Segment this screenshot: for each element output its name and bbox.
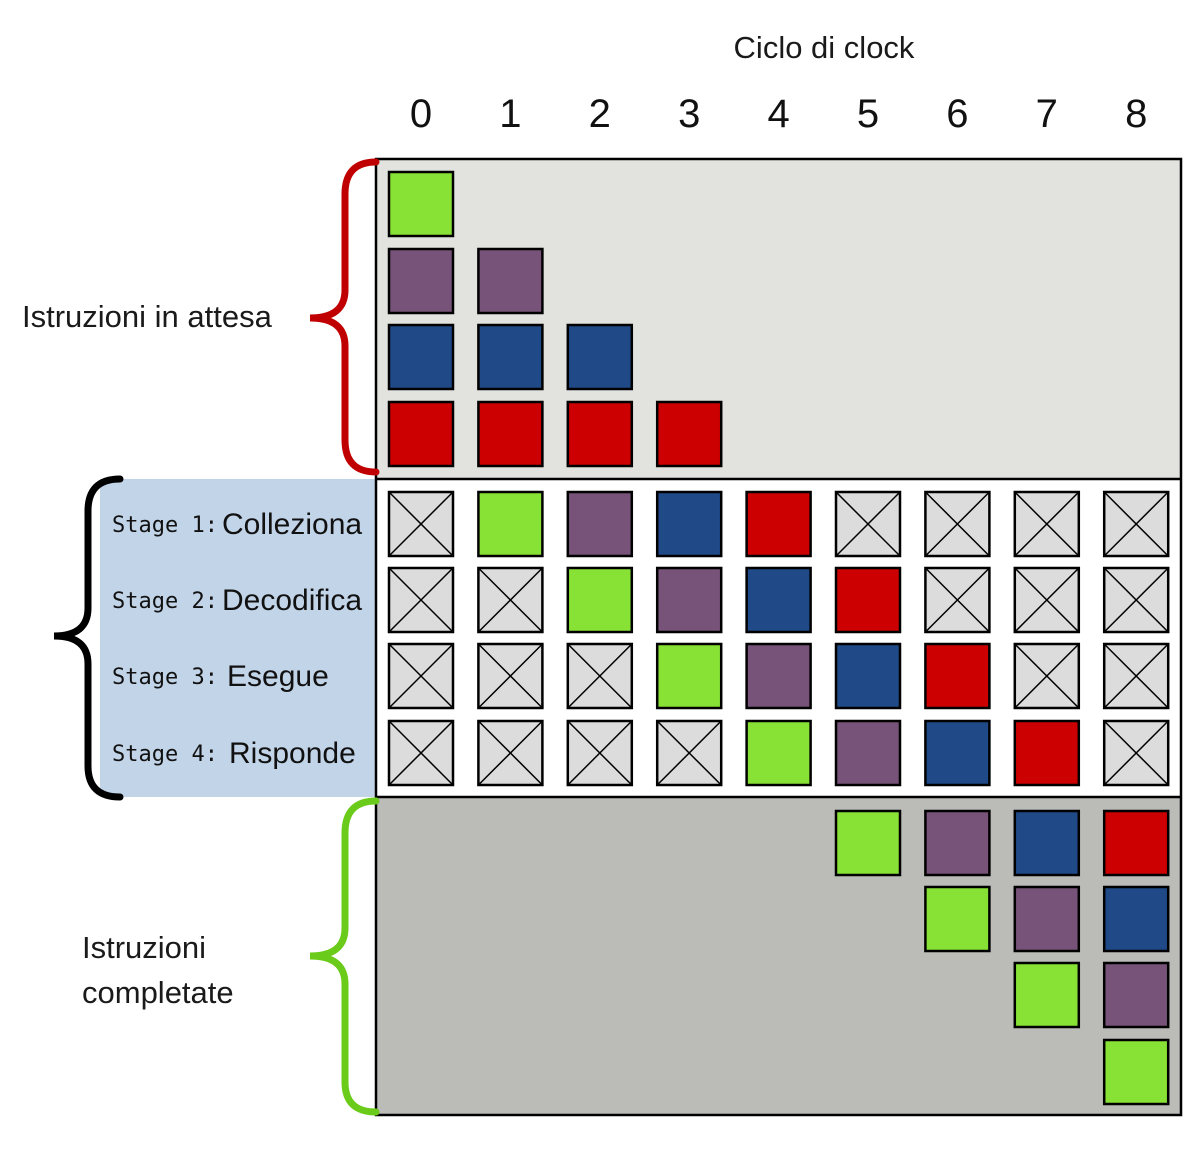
clock-cycle-title: Ciclo di clock [734,30,915,65]
stage-4-instruction-purple [834,719,902,787]
empty-slot-icon [924,566,991,634]
cycle-label-1: 1 [499,92,521,136]
empty-slot-icon [924,490,991,558]
cycle-label-4: 4 [767,92,789,136]
completed-instruction-blue [1013,809,1081,877]
empty-slot-icon [477,566,544,634]
stage-2-instruction-red [834,566,902,634]
empty-slot-icon [477,642,544,710]
stage-prefix-4: Stage 4: [112,742,218,767]
waiting-label: Istruzioni in attesa [22,299,273,334]
cycle-label-3: 3 [678,92,700,136]
stage-3-instruction-purple [745,642,812,710]
waiting-instruction-red [566,400,634,468]
waiting-instruction-red [387,400,455,468]
stage-1-instruction-red [745,490,812,558]
waiting-instruction-blue [387,323,455,391]
cycle-label-0: 0 [410,92,432,136]
stage-name-2: Decodifica [222,584,362,617]
empty-slot-icon [387,642,455,710]
empty-slot-icon [1013,490,1081,558]
grid-frame [374,157,1183,1117]
stage-2-instruction-green [566,566,634,634]
empty-slot-icon [477,719,544,787]
cycle-label-8: 8 [1125,92,1147,136]
stage-3-instruction-green [655,642,723,710]
stage-name-1: Colleziona [222,508,362,541]
stage-4-instruction-blue [924,719,991,787]
completed-label-line1: Istruzioni [82,930,206,965]
empty-slot-icon [566,642,634,710]
completed-label-line2: completate [82,975,234,1010]
empty-slot-icon [1013,566,1081,634]
stage-4-instruction-green [745,719,812,787]
stage-labels-background [100,479,376,797]
cycle-labels: 0 1 2 3 4 5 6 7 8 [410,92,1147,136]
waiting-instruction-purple [387,247,455,315]
cycle-label-2: 2 [589,92,611,136]
instruction-blocks [387,170,1170,1106]
waiting-instruction-red [477,400,544,468]
completed-instruction-purple [924,809,991,877]
stage-prefix-2: Stage 2: [112,589,218,614]
stage-name-3: Esegue [227,660,329,693]
cycle-label-6: 6 [946,92,968,136]
empty-slot-icon [566,719,634,787]
empty-slot-icon [387,566,455,634]
waiting-instruction-red [655,400,723,468]
stage-name-4: Risponde [229,737,356,770]
completed-instruction-green [1013,961,1081,1029]
empty-slot-icon [655,719,723,787]
stage-prefix-1: Stage 1: [112,513,218,538]
empty-slot-icon [1102,642,1170,710]
completed-instruction-green [924,885,991,953]
completed-instruction-purple [1102,961,1170,1029]
completed-instruction-red [1102,809,1170,877]
empty-slot-icon [1102,566,1170,634]
stage-prefix-3: Stage 3: [112,665,218,690]
empty-slot-icon [1102,490,1170,558]
empty-slot-icon [387,719,455,787]
completed-brace [309,797,380,1116]
cycle-label-7: 7 [1036,92,1058,136]
completed-instruction-green [1102,1038,1170,1106]
stage-3-instruction-red [924,642,991,710]
stage-1-instruction-purple [566,490,634,558]
completed-instruction-green [834,809,902,877]
stage-1-instruction-green [477,490,544,558]
stage-4-instruction-red [1013,719,1081,787]
stage-3-instruction-blue [834,642,902,710]
cycle-label-5: 5 [857,92,879,136]
empty-slot-icon [387,490,455,558]
pipeline-brace [53,475,124,801]
empty-slot-icon [834,490,902,558]
completed-instruction-blue [1102,885,1170,953]
waiting-instruction-purple [477,247,544,315]
waiting-instruction-blue [566,323,634,391]
stage-2-instruction-purple [655,566,723,634]
waiting-instruction-green [387,170,455,238]
empty-slot-icon [1013,642,1081,710]
completed-instruction-purple [1013,885,1081,953]
empty-slot-icon [1102,719,1170,787]
waiting-brace [309,158,380,476]
stage-1-instruction-blue [655,490,723,558]
stage-2-instruction-blue [745,566,812,634]
waiting-instruction-blue [477,323,544,391]
